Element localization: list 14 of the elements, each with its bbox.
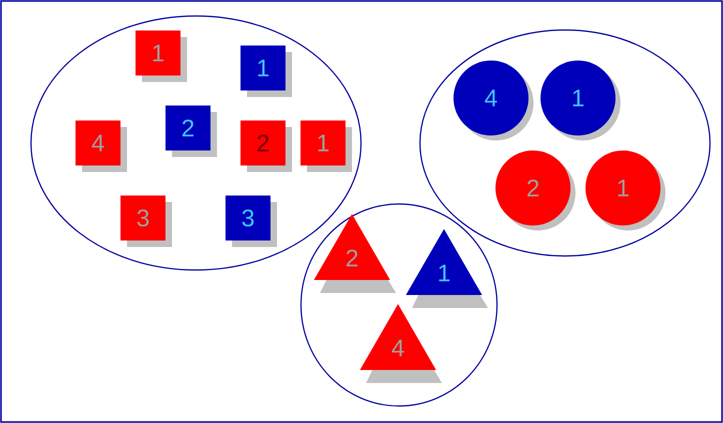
group-circle	[300, 203, 498, 407]
square: 1	[300, 120, 352, 172]
triangle: 1	[406, 229, 488, 308]
square: 1	[136, 30, 187, 82]
square: 3	[226, 196, 277, 247]
group-ellipse	[419, 29, 711, 257]
triangle: 4	[360, 304, 442, 383]
square: 3	[120, 196, 172, 247]
square: 2	[240, 120, 292, 172]
square: 1	[240, 46, 292, 97]
square: 2	[166, 106, 217, 157]
triangle: 2	[314, 214, 396, 293]
square: 4	[76, 120, 127, 172]
group-ellipse	[30, 15, 362, 271]
